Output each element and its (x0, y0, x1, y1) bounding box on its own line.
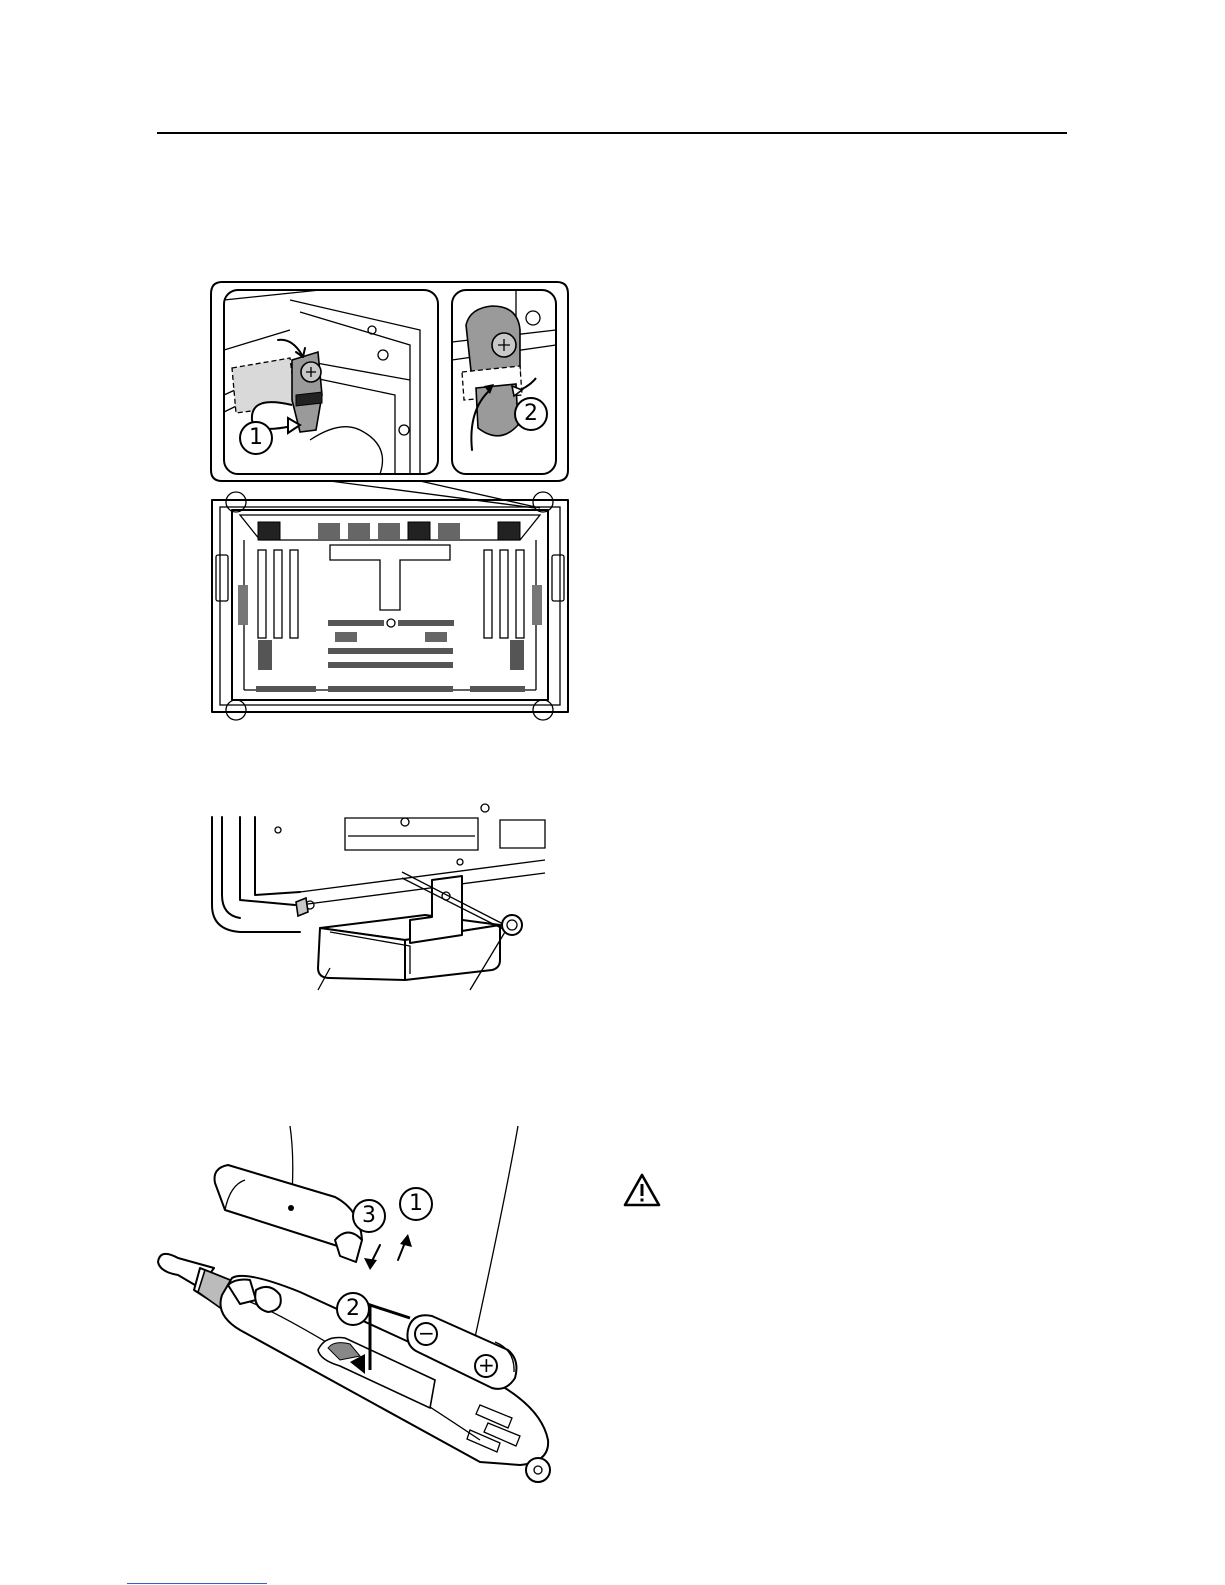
step-1-badge-pen: 1 (399, 1187, 433, 1221)
warning-triangle-icon (622, 1172, 662, 1208)
step-3-badge: 3 (352, 1199, 386, 1233)
minus-terminal-icon: − (418, 1321, 434, 1345)
plus-terminal-icon: + (478, 1353, 494, 1377)
step-2-badge-pen: 2 (336, 1292, 370, 1326)
figure-pen-battery (0, 0, 620, 1585)
link-underline[interactable] (127, 1583, 267, 1584)
